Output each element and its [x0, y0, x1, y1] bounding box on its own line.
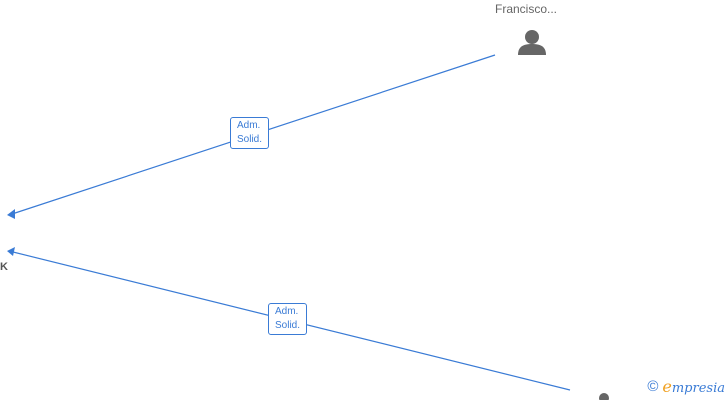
edge-badge-bottom-line1: Adm. [275, 306, 299, 317]
copyright-icon: © [647, 378, 659, 395]
edge-badge-bottom: Adm. Solid. [268, 303, 308, 335]
arrowhead-bottom [7, 247, 15, 256]
company-label[interactable]: K [0, 261, 8, 273]
edge-badge-top-line2: Solid. [237, 134, 263, 145]
empresia-watermark: © empresia [647, 377, 725, 396]
edge-badge-bottom-line2: Solid. [275, 320, 301, 331]
brand-logo: empresia [662, 377, 725, 396]
arrowhead-top [7, 209, 15, 219]
person-icon-bottom[interactable] [599, 393, 609, 400]
edge-badge-top-line1: Adm. [237, 120, 261, 131]
person-label-top[interactable]: Francisco... [495, 2, 558, 16]
person-icon-top[interactable] [518, 30, 546, 55]
edge-badge-top: Adm. Solid. [230, 117, 270, 149]
